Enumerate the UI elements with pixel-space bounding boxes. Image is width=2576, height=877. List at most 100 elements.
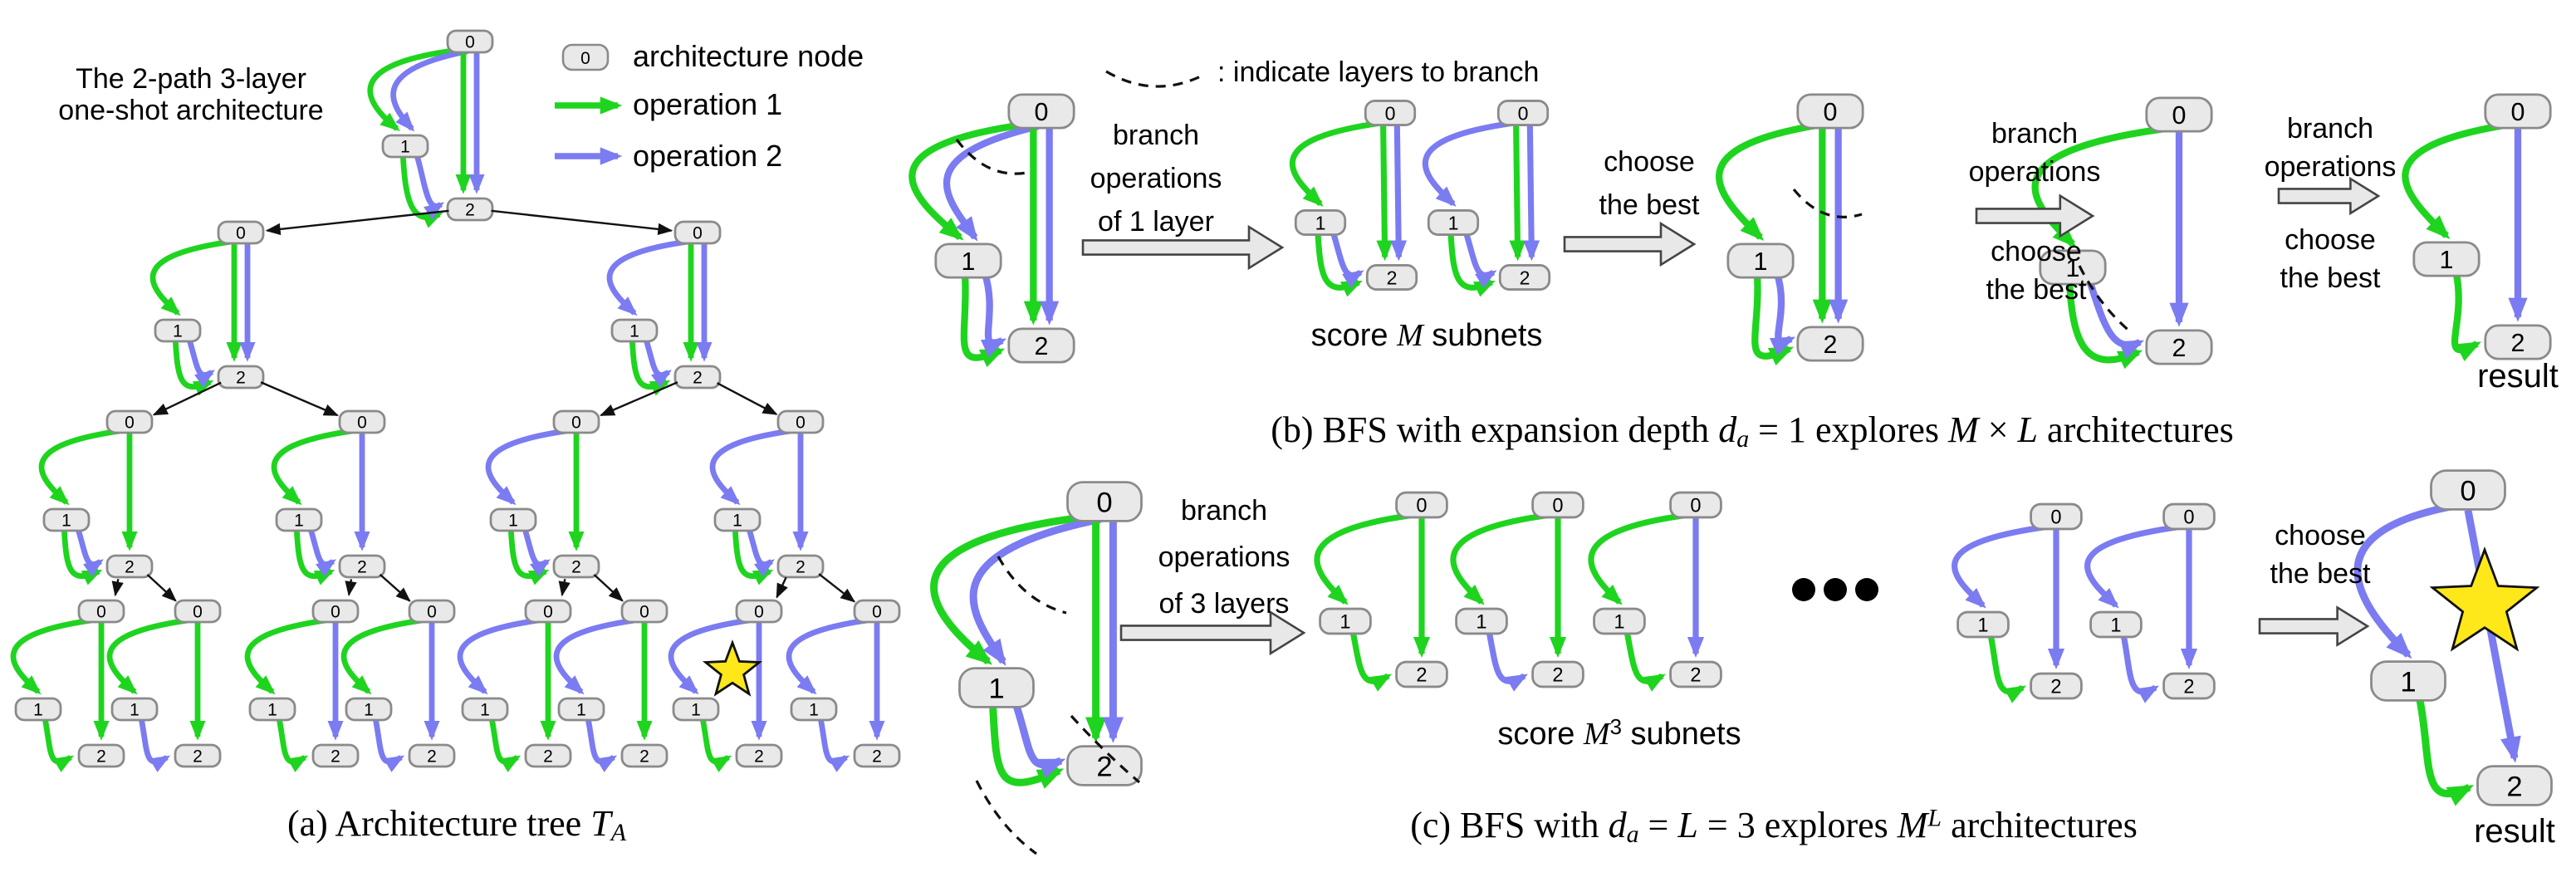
arch-node: 2 — [1007, 327, 1075, 364]
tree-edge — [345, 579, 357, 596]
legend-label-operation-2: operation 2 — [633, 140, 783, 173]
arch-node: 0 — [1496, 100, 1550, 126]
arch-node-label: 0 — [754, 603, 764, 622]
arch-node: 2 — [1066, 745, 1143, 786]
arch-node-label: 2 — [2050, 677, 2061, 698]
arch-node: 1 — [2412, 241, 2481, 277]
caption-segment: M — [1583, 718, 1610, 752]
arch-node-label: 0 — [2511, 98, 2525, 126]
arch-node-label: 1 — [1339, 612, 1350, 634]
caption-segment: d — [1718, 409, 1737, 450]
arch-node-label: 2 — [543, 747, 553, 767]
arch-node: 1 — [610, 318, 659, 343]
caption-segment: = — [1638, 804, 1678, 845]
arch-node: 1 — [1319, 607, 1372, 635]
ellipsis-dot-icon — [1792, 578, 1815, 601]
op2-edge — [1330, 230, 1364, 288]
arch-node: 1 — [14, 697, 62, 722]
subgraph-d1-op2: 012 — [606, 220, 722, 396]
op1-edge — [2451, 272, 2481, 361]
arch-node: 1 — [2370, 660, 2446, 702]
arch-node-label: 2 — [331, 747, 340, 767]
arch-node-label: 1 — [809, 701, 819, 720]
arch-node: 1 — [713, 507, 762, 532]
arch-node-label: 2 — [639, 747, 649, 767]
op2-edge — [1486, 631, 1528, 692]
arch-node: 1 — [1455, 607, 1508, 635]
arch-node: 0 — [735, 599, 783, 624]
arch-node: 2 — [2484, 324, 2552, 360]
choose-best-3: choose the best — [2280, 224, 2381, 294]
arch-node: 2 — [1669, 660, 1722, 688]
op2-edge — [138, 718, 171, 772]
arch-node-label: 1 — [1476, 612, 1486, 634]
subgraph-leaf-bbb: 0 1 2 — [786, 599, 901, 772]
arch-node-label: 1 — [294, 512, 304, 531]
arch-node-label: 0 — [125, 414, 135, 433]
caption-segment: 3 — [1609, 714, 1622, 739]
caption-segment: (a) Architecture tree — [287, 802, 591, 844]
caption-segment: d — [1608, 804, 1627, 845]
caption-segment: subnets — [1423, 319, 1543, 354]
arch-node-label: 1 — [61, 512, 71, 531]
op1-edge — [42, 718, 75, 772]
legend-node-icon-label: 0 — [580, 49, 590, 68]
caption-segment: score — [1310, 319, 1398, 354]
arch-node-label: 2 — [357, 558, 367, 577]
arch-node: 0 — [1066, 481, 1143, 522]
subgraph-leaf-bgb: 012 — [553, 599, 668, 772]
arch-node-label: 2 — [754, 747, 764, 767]
legend-label-architecture-node: architecture node — [633, 40, 864, 73]
subgraph-cand-ggb: 012 — [1450, 491, 1584, 692]
subgraph-root: 012 — [367, 29, 494, 228]
arch-node-label: 1 — [2400, 666, 2416, 698]
arch-node: 0 — [408, 599, 456, 624]
op1-edge — [276, 718, 309, 772]
arch-node-label: 2 — [872, 747, 882, 767]
arch-node-label: 2 — [1096, 751, 1112, 782]
arch-node-label: 0 — [2050, 507, 2061, 529]
subgraph-cand-gbg: 012 — [1588, 491, 1722, 692]
arch-node: 2 — [524, 743, 572, 768]
arch-node-label: 0 — [543, 603, 553, 622]
arch-node-label: 0 — [1552, 496, 1563, 517]
subgraph-result: 012 — [2353, 469, 2553, 806]
arch-node: 0 — [2430, 469, 2506, 511]
arch-node-label: 2 — [796, 558, 806, 577]
op2-edge — [75, 527, 104, 577]
arch-node: 1 — [42, 507, 91, 532]
arch-node-label: 1 — [732, 512, 742, 531]
subgraph-result: 0 1 2 — [2402, 93, 2552, 361]
op2-edge — [786, 617, 868, 695]
op2-edge — [709, 428, 791, 506]
ellipsis-dots — [1792, 578, 1878, 601]
arch-node-label: 1 — [2110, 615, 2121, 637]
arch-node: 0 — [2162, 502, 2216, 531]
op1-edge — [1349, 631, 1392, 692]
op2-edge — [1462, 230, 1497, 288]
choose-best-2: choose the best — [1986, 236, 2087, 306]
caption-segment: = 3 explores — [1697, 804, 1898, 845]
arch-node-label: 0 — [872, 603, 882, 622]
arch-node: 2 — [673, 365, 722, 390]
branch-dash — [975, 780, 1037, 855]
arch-node-label: 0 — [427, 603, 437, 622]
arch-node: 2 — [2162, 672, 2216, 700]
arch-node-label: 2 — [1035, 332, 1049, 360]
best-star-icon — [702, 639, 763, 697]
arch-node-label: 1 — [1977, 615, 1988, 637]
subgraph-d2-gg: 012 — [38, 409, 154, 585]
arch-node-label: 0 — [2172, 101, 2187, 130]
op2-edge — [2353, 502, 2452, 659]
arch-node: 2 — [1365, 264, 1418, 291]
arch-node-label: 0 — [193, 603, 203, 622]
caption-segment: M — [1897, 804, 1928, 845]
tree-edge — [593, 574, 624, 602]
step-arrow-icon — [1975, 194, 2095, 238]
arch-node-label: 1 — [400, 138, 410, 157]
panel-a: 0120120120120120120120120120120120120120… — [10, 29, 901, 772]
subgraph-leaf-ggb: 012 — [106, 599, 222, 772]
arch-node: 2 — [1395, 660, 1448, 688]
subgraph-leaf-ggg: 012 — [10, 599, 125, 772]
